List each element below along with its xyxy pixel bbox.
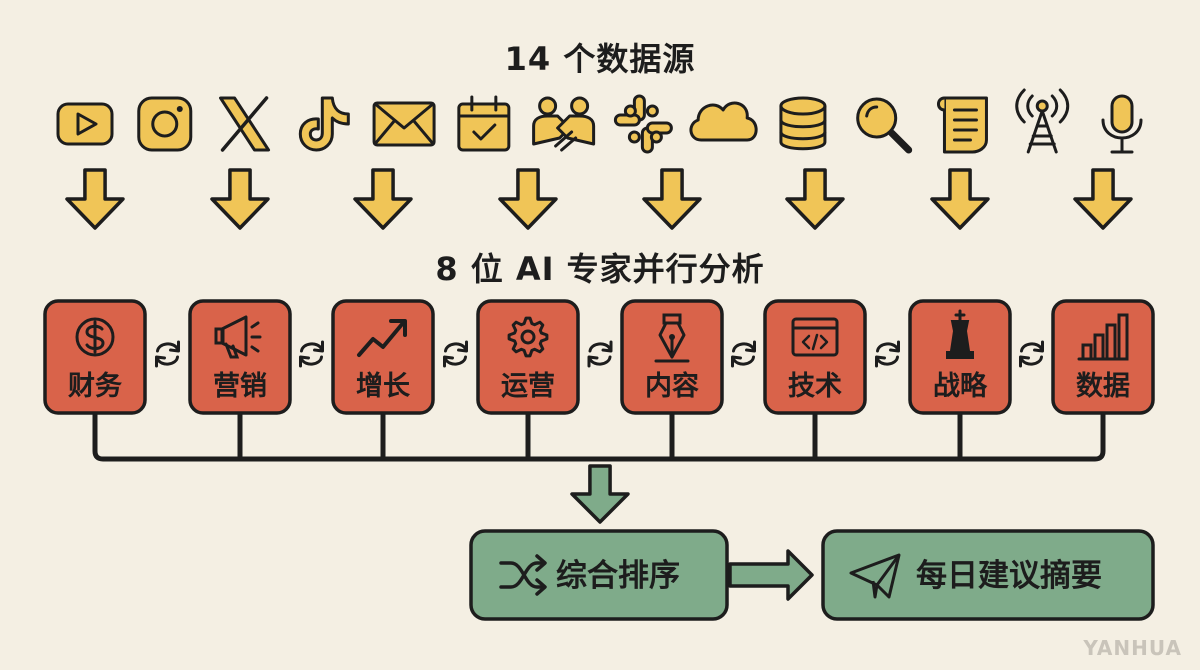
down-arrow: [498, 168, 558, 230]
expert-box-7: 战略: [908, 299, 1012, 415]
tiktok-icon: [298, 96, 350, 152]
cycle-arrows-icon: [731, 340, 756, 368]
microphone-icon: [1101, 94, 1143, 154]
code-window-icon: [791, 317, 839, 357]
expert-box-8: 数据: [1051, 299, 1155, 415]
synthesis-box-label: 综合排序: [556, 558, 680, 594]
expert-label: 战略: [933, 370, 988, 402]
slack-icon: [613, 94, 673, 154]
right-arrow: [728, 549, 814, 601]
summary-box-label: 每日建议摘要: [916, 558, 1102, 594]
down-arrow: [785, 168, 845, 230]
down-arrow: [930, 168, 990, 230]
x-icon: [219, 96, 271, 152]
expert-label: 营销: [213, 371, 267, 402]
shuffle-icon: [499, 554, 547, 596]
calendar-icon: [457, 95, 511, 152]
trend-up-icon: [357, 319, 407, 357]
synthesis-box: 综合排序: [469, 529, 729, 621]
search-icon: [856, 97, 913, 154]
down-arrow: [1073, 168, 1133, 230]
antenna-icon: [1015, 88, 1070, 154]
cycle-arrows-icon: [1019, 340, 1044, 368]
merge-bus: [92, 413, 1106, 462]
gear-icon: [507, 316, 549, 358]
experts-title: 8 位 AI 专家并行分析: [435, 250, 765, 288]
chess-king-icon: [946, 309, 974, 359]
merge-down-arrow: [570, 464, 630, 524]
down-arrow: [353, 168, 413, 230]
expert-label: 财务: [68, 371, 122, 402]
handshake-icon: [532, 96, 596, 152]
instagram-icon: [137, 96, 193, 152]
cycle-arrows-icon: [155, 340, 180, 368]
pen-nib-icon: [654, 313, 690, 363]
paper-plane-icon: [849, 553, 901, 599]
cycle-arrows-icon: [587, 340, 613, 368]
database-icon: [779, 96, 827, 151]
cycle-arrows-icon: [443, 340, 468, 368]
watermark: YANHUA: [1083, 636, 1182, 660]
cloud-icon: [689, 101, 758, 142]
scroll-icon: [936, 96, 988, 154]
down-arrow: [210, 168, 270, 230]
expert-label: 内容: [645, 370, 699, 402]
expert-box-3: 增长: [331, 299, 435, 415]
expert-label: 技术: [788, 371, 842, 402]
expert-label: 增长: [356, 370, 411, 402]
sources-title: 14 个数据源: [504, 40, 696, 78]
megaphone-icon: [214, 315, 262, 359]
expert-label: 数据: [1076, 371, 1130, 402]
cycle-arrows-icon: [875, 340, 900, 368]
youtube-icon: [56, 102, 114, 146]
cycle-arrows-icon: [299, 340, 324, 368]
email-icon: [372, 101, 436, 147]
expert-box-4: 运营: [476, 299, 580, 415]
expert-box-2: 营销: [188, 299, 292, 415]
summary-box: 每日建议摘要: [821, 529, 1155, 621]
dollar-icon: [75, 317, 115, 357]
down-arrow: [642, 168, 702, 230]
bar-chart-icon: [1077, 313, 1129, 361]
expert-box-6: 技术: [763, 299, 867, 415]
expert-box-5: 内容: [620, 299, 724, 415]
expert-label: 运营: [501, 371, 555, 402]
down-arrow: [65, 168, 125, 230]
expert-box-1: 财务: [43, 299, 147, 415]
